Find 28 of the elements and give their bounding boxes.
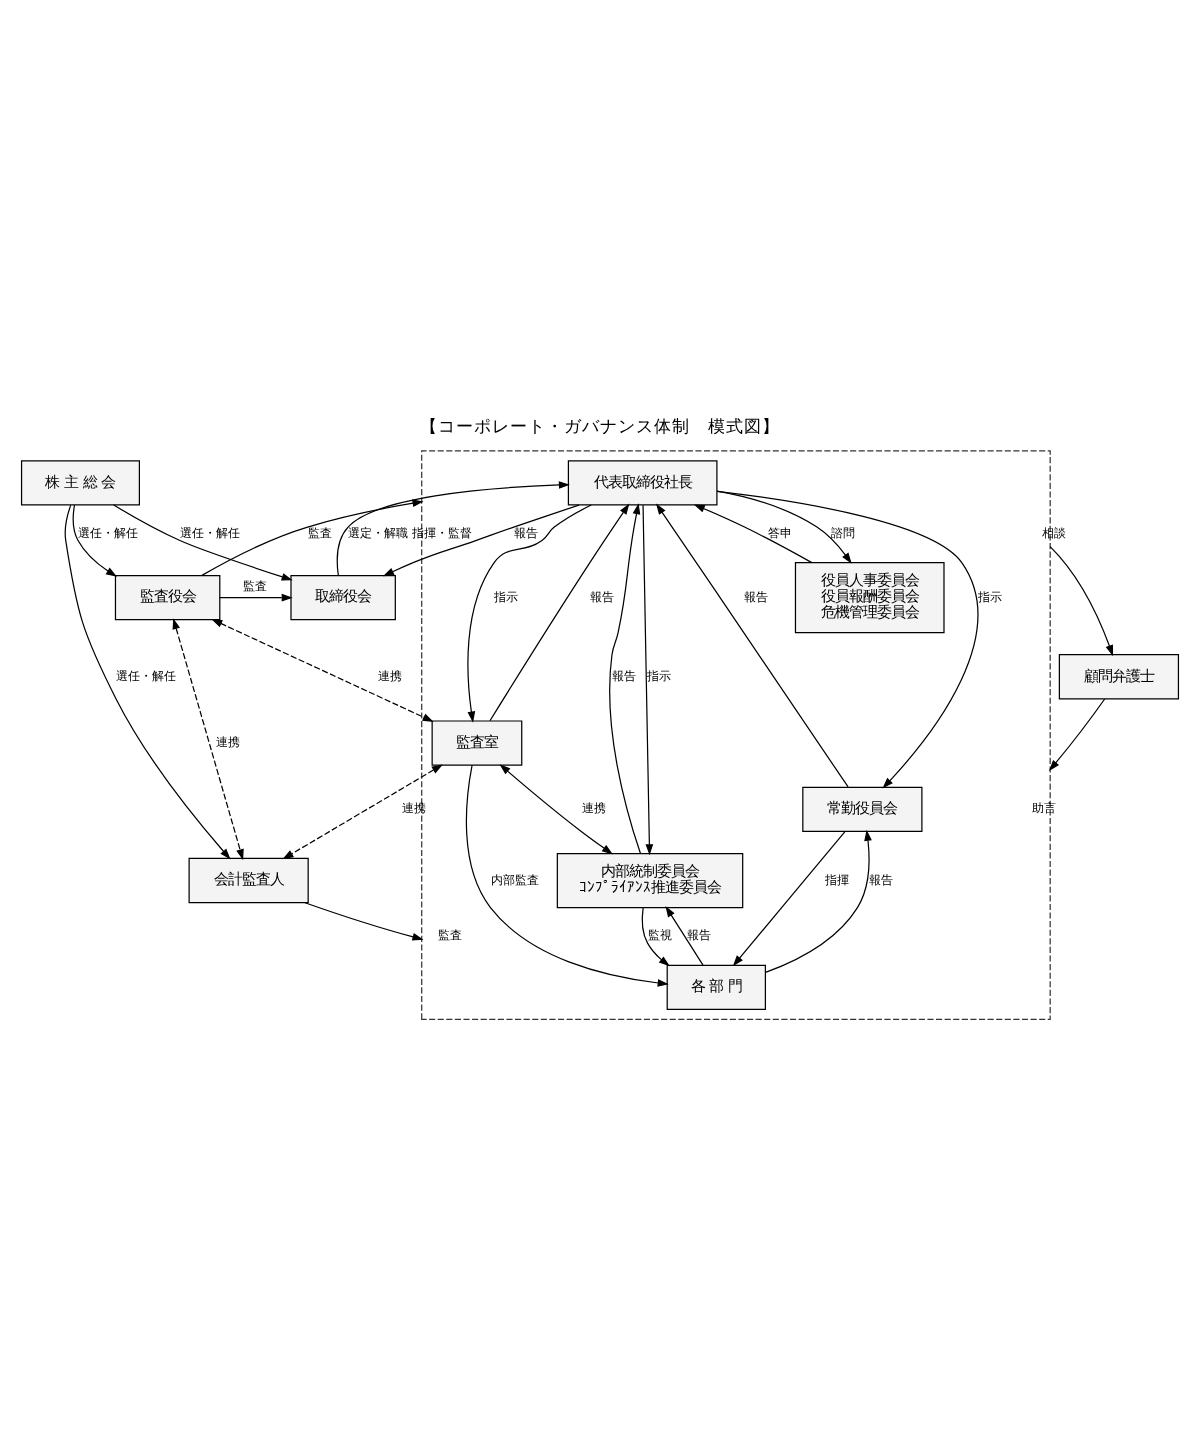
arrow [1048,697,1106,770]
arrow [609,502,642,854]
arrow [499,763,613,854]
arrow [304,901,424,940]
arrow [467,503,592,722]
arrow [282,763,443,859]
arrow [1049,545,1114,656]
arrow [72,503,118,576]
arrow [172,617,244,860]
arrow [336,480,570,576]
arrow [732,830,846,966]
arrow [665,905,704,965]
arrow [113,503,293,580]
arrow [656,502,849,787]
arrow [201,498,424,575]
arrow [382,503,580,576]
arrow [693,503,813,563]
arrow [764,828,872,972]
diagram-title: 【コーポレート・ガバナンス体制 模式図】 [420,416,780,437]
arrow [64,503,231,859]
arrow [641,906,670,966]
arrow [489,502,630,721]
arrow [211,618,434,721]
arrow [716,489,852,563]
arrow [465,763,669,986]
arrow [716,489,979,788]
arrow [642,503,654,855]
arrow [219,592,293,601]
